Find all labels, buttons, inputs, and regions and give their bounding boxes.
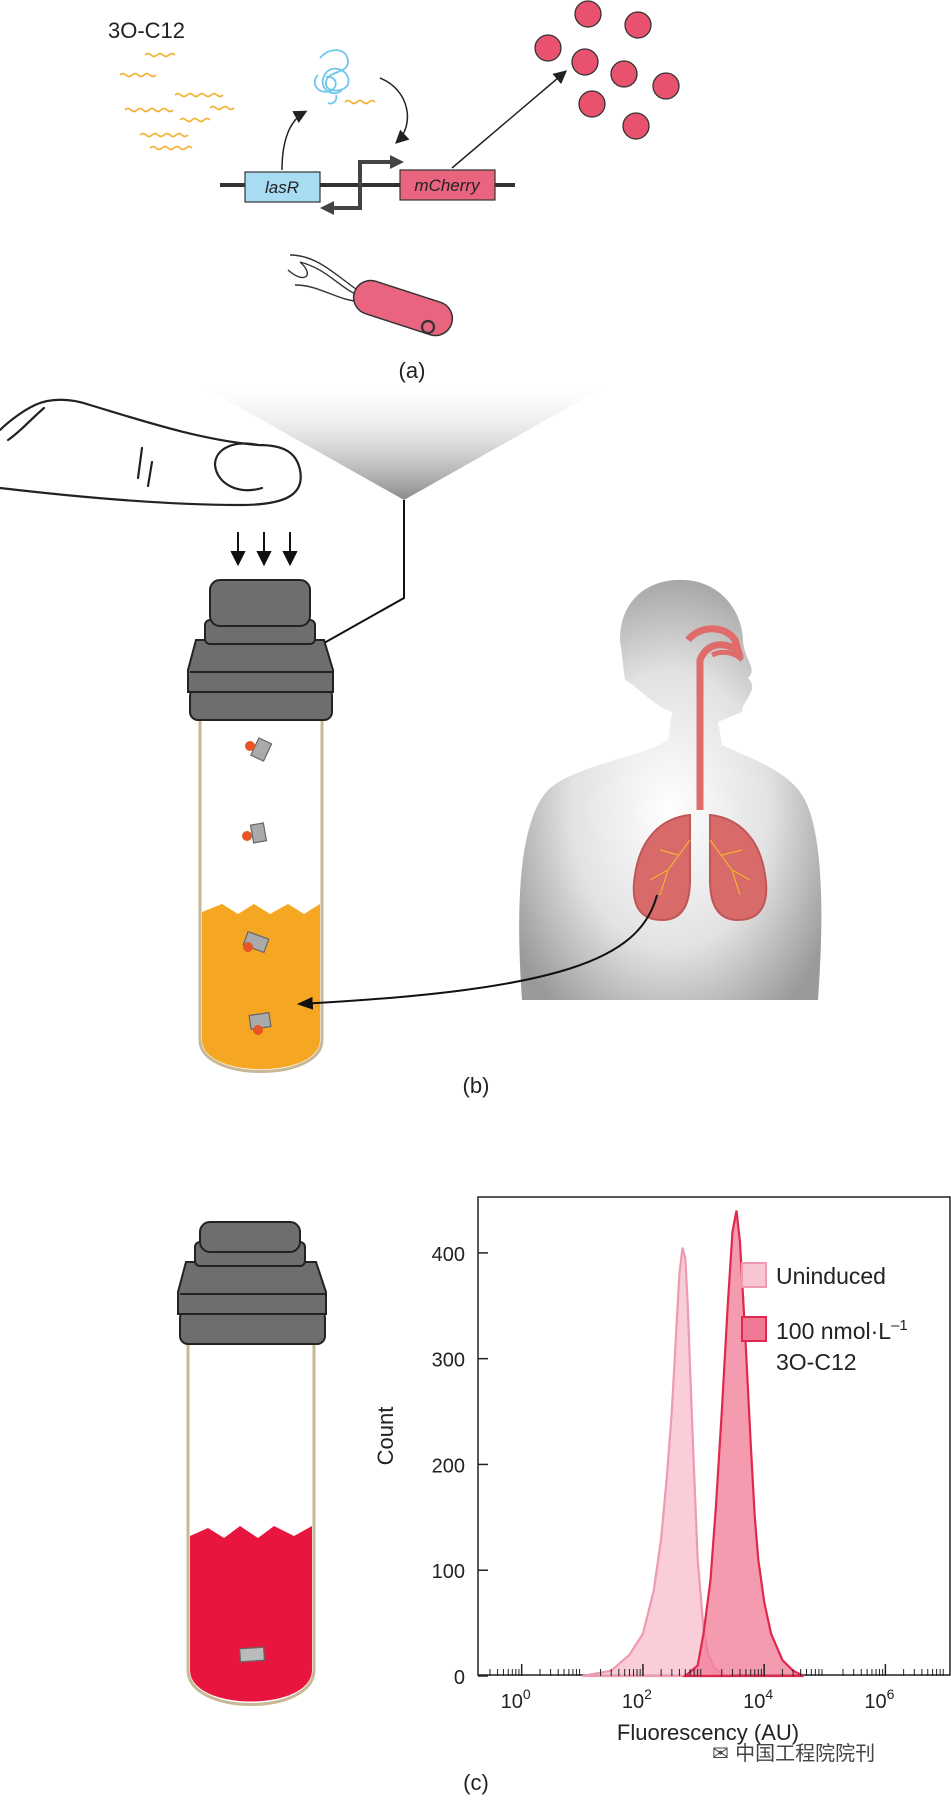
series-area-1 bbox=[682, 1210, 805, 1678]
fluorescence-histogram: 0 100 200 300 400 100 102 104 106 Uninduced 100 n… bbox=[373, 1196, 951, 1745]
lasr-gene-label: lasR bbox=[265, 178, 299, 197]
mcherry-gene-label: mCherry bbox=[414, 176, 481, 195]
x-axis-label: Fluorescency (AU) bbox=[617, 1720, 799, 1745]
x-tick-label: 106 bbox=[864, 1686, 894, 1713]
panel-a: 3O-C12 lasR mC bbox=[108, 0, 680, 383]
tube-cap bbox=[187, 579, 334, 721]
caption-b: (b) bbox=[463, 1073, 490, 1098]
legend-label-induced-line2: 3O-C12 bbox=[776, 1349, 857, 1375]
watermark: ✉ 中国工程院院刊 bbox=[712, 1737, 875, 1766]
human-respiratory-icon bbox=[519, 579, 822, 1000]
promoter-arrow-right bbox=[358, 160, 392, 185]
lasr-gene-box bbox=[244, 171, 321, 203]
legend-swatch-uninduced bbox=[741, 1262, 767, 1288]
panel-c: 0 100 200 300 400 100 102 104 106 Uninduced 100 n… bbox=[177, 1196, 951, 1795]
result-tube bbox=[177, 1221, 327, 1706]
right-lung bbox=[709, 813, 768, 922]
bacterium-icon bbox=[287, 254, 454, 337]
y-tick-label: 300 bbox=[432, 1350, 465, 1372]
lasr-protein-icon bbox=[313, 49, 350, 105]
zoom-cone bbox=[200, 385, 608, 500]
sampling-tube bbox=[187, 579, 334, 1073]
mcherry-gene-box bbox=[399, 169, 496, 201]
caption-a: (a) bbox=[399, 358, 426, 383]
y-axis-label: Count bbox=[373, 1407, 398, 1466]
airway bbox=[685, 625, 744, 810]
left-lung bbox=[632, 813, 691, 922]
x-tick-label: 100 bbox=[501, 1686, 531, 1713]
x-tick-label: 104 bbox=[743, 1686, 773, 1713]
molecule-label: 3O-C12 bbox=[108, 18, 185, 43]
y-tick-label: 400 bbox=[432, 1244, 465, 1266]
sample-particles bbox=[242, 737, 273, 1035]
finger-icon bbox=[0, 398, 302, 507]
watermark-text: 中国工程院院刊 bbox=[735, 1741, 876, 1765]
caption-c: (c) bbox=[463, 1770, 489, 1795]
promoter-arrow-left bbox=[332, 185, 362, 210]
exhaled-sample-arrow bbox=[296, 894, 658, 1010]
arrow-protein-to-promoter bbox=[379, 77, 410, 144]
molecule-chains bbox=[119, 52, 235, 151]
y-tick-label: 100 bbox=[432, 1561, 465, 1583]
tube-cap bbox=[177, 1221, 327, 1345]
wechat-icon: ✉ bbox=[712, 1741, 729, 1765]
red-sample-fluid bbox=[190, 1526, 312, 1702]
y-tick-label: 0 bbox=[454, 1667, 465, 1689]
sample-particle bbox=[238, 1646, 266, 1663]
legend-label-induced: 100 nmol·L–1 bbox=[776, 1317, 908, 1344]
arrow-lasr-to-protein bbox=[281, 110, 308, 171]
legend-swatch-induced bbox=[741, 1316, 767, 1342]
arrow-to-fluorescent-protein bbox=[451, 70, 568, 169]
mcherry-protein-dots bbox=[534, 0, 680, 140]
orange-sample-fluid bbox=[202, 904, 320, 1070]
press-arrows-icon bbox=[230, 532, 298, 567]
legend-label-uninduced: Uninduced bbox=[776, 1263, 886, 1289]
x-tick-label: 102 bbox=[622, 1686, 652, 1713]
lasr-bound-chain bbox=[344, 99, 376, 105]
panel-b: (b) bbox=[0, 385, 822, 1098]
y-tick-label: 200 bbox=[432, 1455, 465, 1477]
